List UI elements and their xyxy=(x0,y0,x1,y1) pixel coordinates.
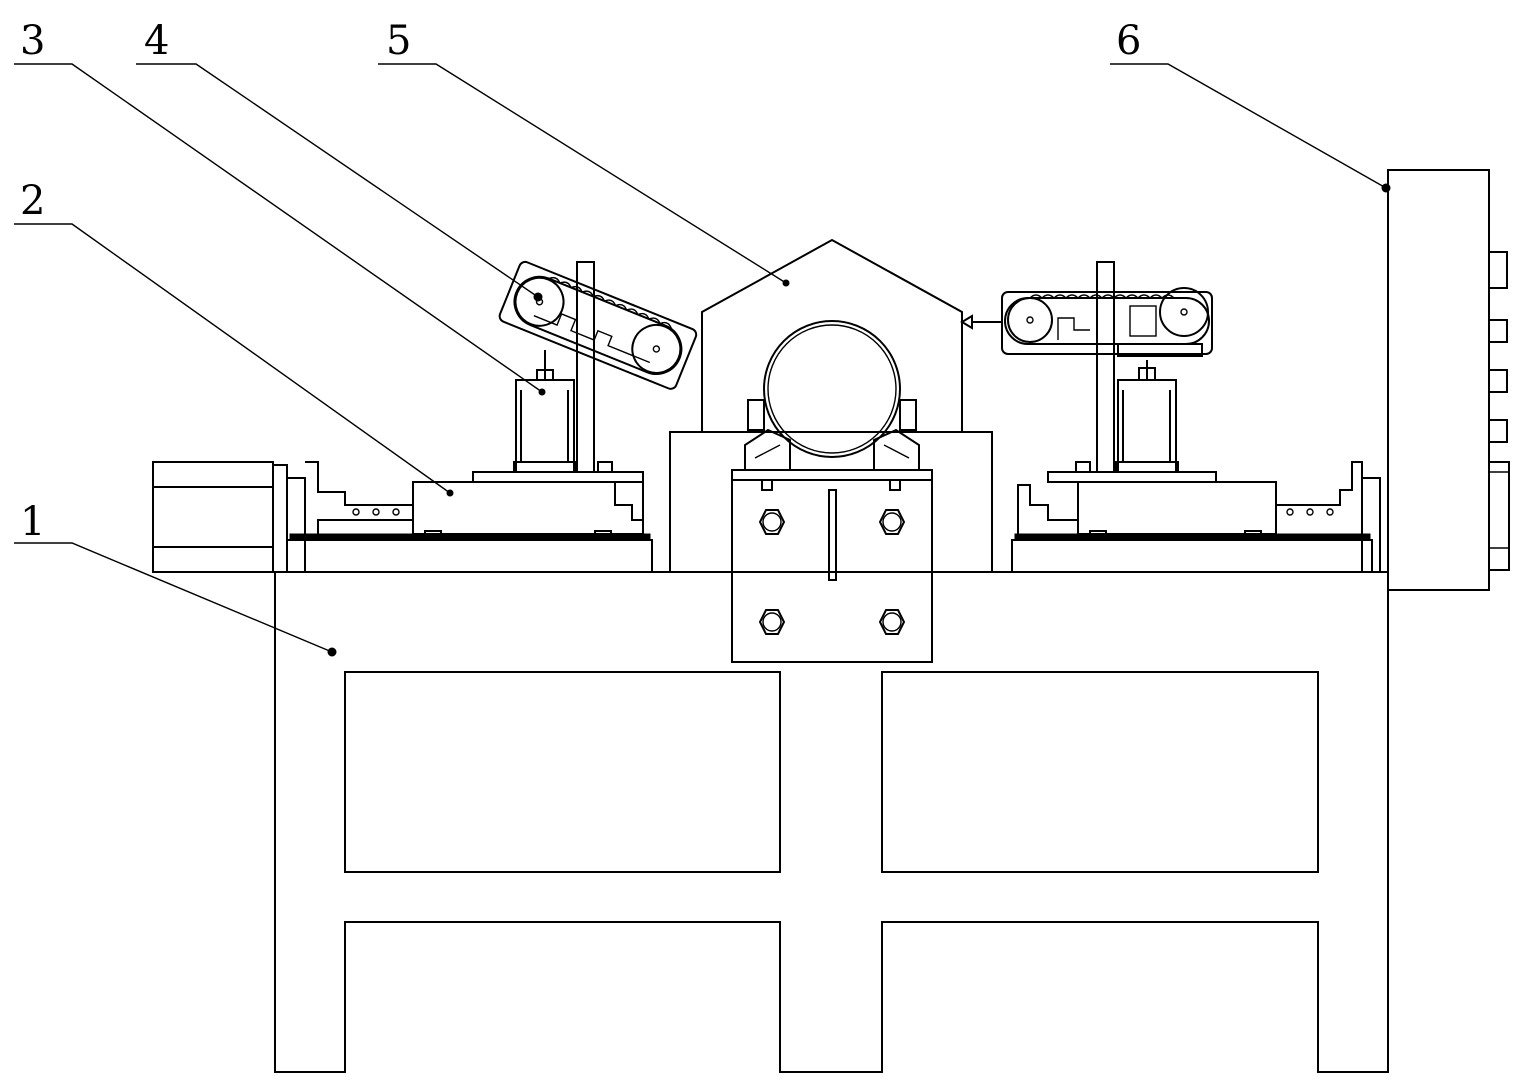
right-cylinder xyxy=(1118,380,1176,472)
right-assembly xyxy=(962,262,1380,572)
leader-4 xyxy=(136,64,538,297)
control-cabinet xyxy=(1382,170,1509,590)
label-part-5: 5 xyxy=(386,18,411,64)
frame-window-right xyxy=(882,672,1318,872)
leader-3 xyxy=(14,64,542,392)
frame-window-left xyxy=(345,672,780,872)
left-sliding-table xyxy=(413,482,643,534)
cabinet-button xyxy=(1489,370,1507,392)
right-post xyxy=(1097,262,1114,472)
leader-lines xyxy=(14,64,1386,656)
part-labels: 1 2 3 4 5 6 xyxy=(20,18,1141,545)
leader-6 xyxy=(1110,64,1386,188)
label-part-4: 4 xyxy=(144,18,169,64)
leader-5 xyxy=(378,64,786,283)
cabinet-button xyxy=(1489,320,1507,342)
cabinet-button xyxy=(1489,252,1507,288)
left-bed-plate xyxy=(287,540,652,572)
right-bed-plate xyxy=(1012,540,1372,572)
left-assembly xyxy=(153,260,698,572)
label-part-6: 6 xyxy=(1116,18,1141,64)
cabinet-connector xyxy=(1489,462,1509,570)
leader-2 xyxy=(14,224,450,493)
label-part-2: 2 xyxy=(20,178,45,224)
right-sliding-table xyxy=(1078,482,1276,534)
left-belt-head xyxy=(498,260,698,391)
right-belt-head xyxy=(962,288,1212,356)
label-part-1: 1 xyxy=(20,499,45,545)
label-part-3: 3 xyxy=(20,18,45,64)
leader-1 xyxy=(14,543,332,652)
base-frame xyxy=(275,572,1388,1072)
center-headstock xyxy=(670,240,992,662)
left-motor xyxy=(153,462,273,572)
cabinet-button xyxy=(1489,420,1507,442)
